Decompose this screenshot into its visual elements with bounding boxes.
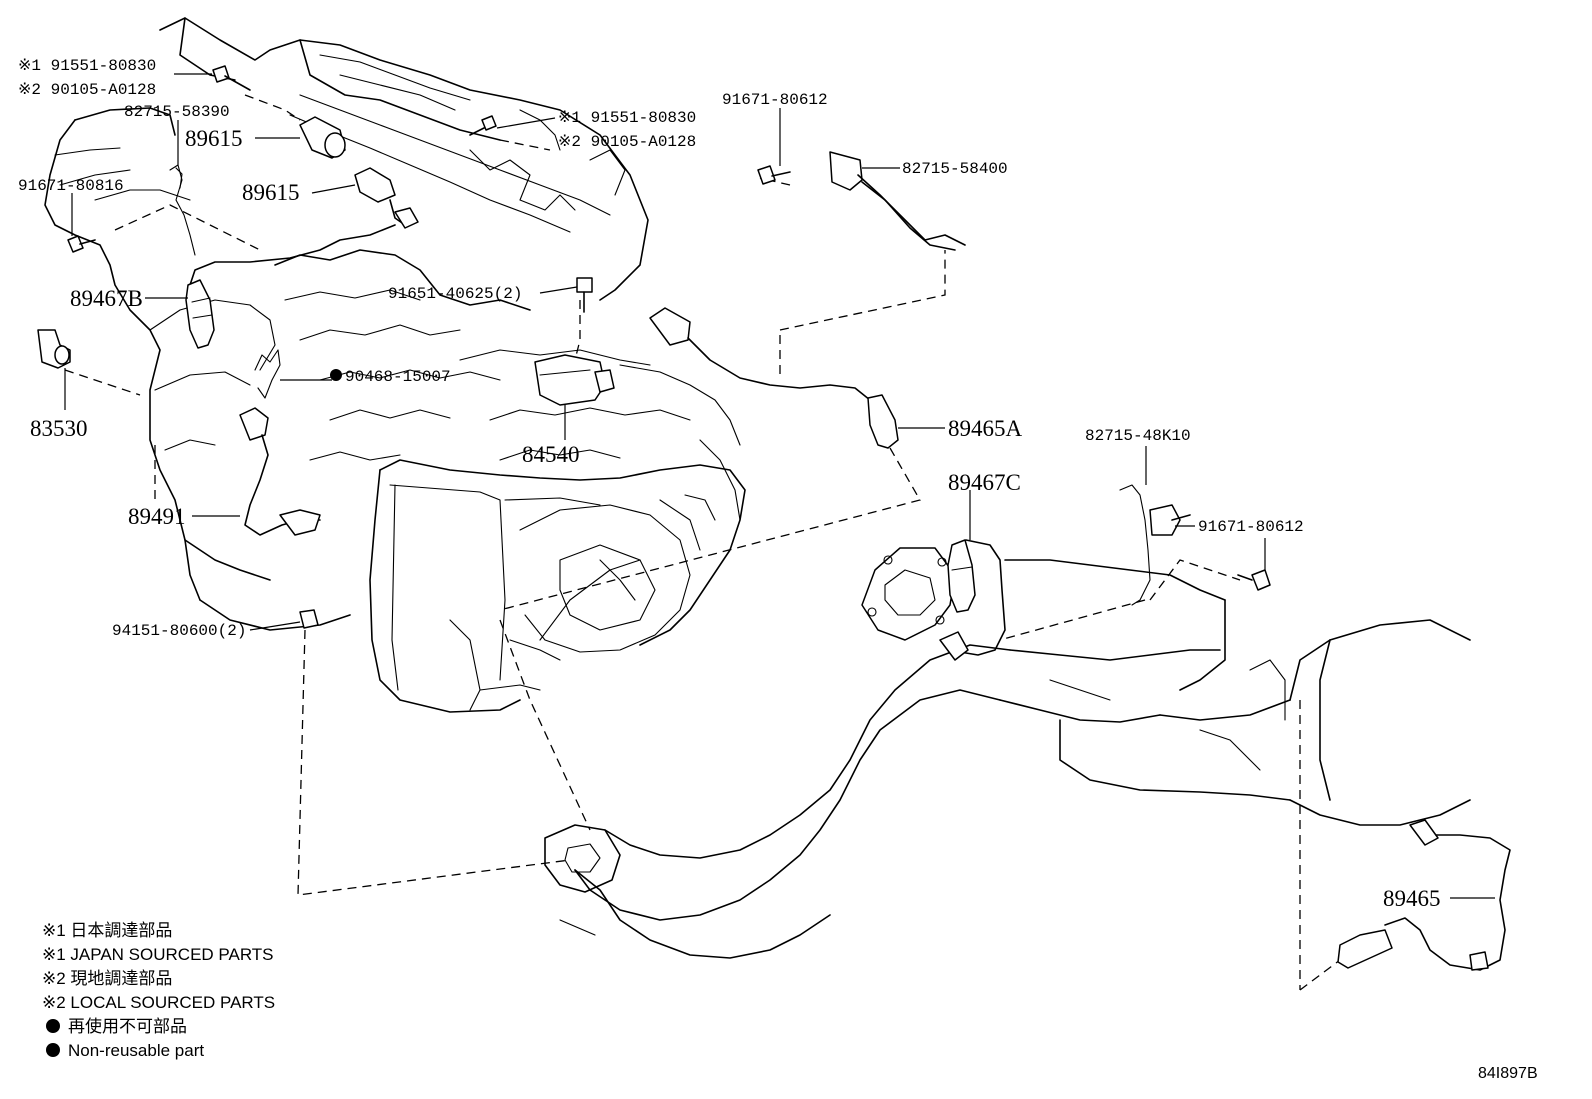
bolt-91651-part	[576, 277, 593, 313]
label-90468-15007: 90468-15007	[345, 368, 451, 386]
label-89465: 89465	[1383, 886, 1441, 911]
bolt-top-mid-part	[469, 115, 497, 136]
label-82715-58390: 82715-58390	[124, 103, 230, 121]
label-91671-80612-right: 91671-80612	[1198, 518, 1304, 536]
legend-dot-en	[46, 1043, 60, 1057]
non-reusable-marker-90468	[330, 369, 342, 381]
sensor-89465-part	[1337, 819, 1511, 971]
label-89491: 89491	[128, 504, 186, 529]
nut-94151-part	[299, 609, 319, 629]
label-top-mid-1: ※1 91551-80830	[558, 109, 696, 127]
bracket-48k10-part	[1119, 484, 1191, 606]
switch-83530-part	[37, 329, 71, 369]
label-94151-80600: 94151-80600(2)	[112, 622, 246, 640]
label-84540: 84540	[522, 442, 580, 467]
bracket-58400-part	[829, 151, 966, 251]
bolt-80612-right-part	[1237, 569, 1271, 591]
engine-assembly-outline	[44, 17, 746, 713]
bracket-58390-part	[169, 164, 196, 256]
legend-note1-jp: ※1 日本調達部品	[42, 921, 172, 940]
sensor-89615-upper-part	[299, 116, 346, 159]
exhaust-pipe-outline	[544, 547, 1471, 959]
label-top-left-1: ※1 91551-80830	[18, 57, 156, 75]
label-89465a: 89465A	[948, 416, 1023, 441]
label-91671-80816: 91671-80816	[18, 177, 124, 195]
label-top-left-2: ※2 90105-A0128	[18, 81, 156, 99]
sensor-89467b-part	[185, 279, 215, 349]
bolt-80612-top-part	[757, 165, 791, 185]
legend-dot-jp	[46, 1019, 60, 1033]
label-82715-58400: 82715-58400	[902, 160, 1008, 178]
sensor-89465a-part	[649, 307, 899, 449]
clip-90468-part	[254, 349, 281, 399]
label-89467c: 89467C	[948, 470, 1021, 495]
legend-note1-en: ※1 JAPAN SOURCED PARTS	[42, 945, 274, 964]
guide-lines	[64, 94, 1341, 991]
leader-lines	[64, 73, 1495, 899]
label-top-mid-2: ※2 90105-A0128	[558, 133, 696, 151]
legend-note2-jp: ※2 現地調達部品	[42, 969, 172, 988]
label-89615-lower: 89615	[242, 180, 300, 205]
label-83530: 83530	[30, 416, 88, 441]
label-89615-upper: 89615	[185, 126, 243, 151]
switch-84540-part	[534, 354, 615, 406]
legend: ※1 日本調達部品 ※1 JAPAN SOURCED PARTS ※2 現地調達…	[42, 921, 275, 1060]
label-82715-48k10: 82715-48K10	[1085, 427, 1191, 445]
sensor-89491-part	[239, 407, 321, 536]
sensor-89615-lower-part	[189, 167, 419, 286]
drawing-code: 84I897B	[1478, 1065, 1538, 1082]
bolt-80816-part	[67, 235, 96, 253]
label-91651-40625: 91651-40625(2)	[388, 285, 522, 303]
bolt-top-left	[212, 65, 251, 91]
legend-note2-en: ※2 LOCAL SOURCED PARTS	[42, 993, 275, 1012]
label-91671-80612-top: 91671-80612	[722, 91, 828, 109]
sensor-89467c-part	[939, 539, 1006, 661]
label-89467b: 89467B	[70, 286, 143, 311]
legend-nonreusable-en: Non-reusable part	[68, 1041, 204, 1060]
legend-nonreusable-jp: 再使用不可部品	[68, 1016, 187, 1036]
callouts: ※1 91551-80830 ※2 90105-A0128 82715-5839…	[18, 57, 1441, 911]
